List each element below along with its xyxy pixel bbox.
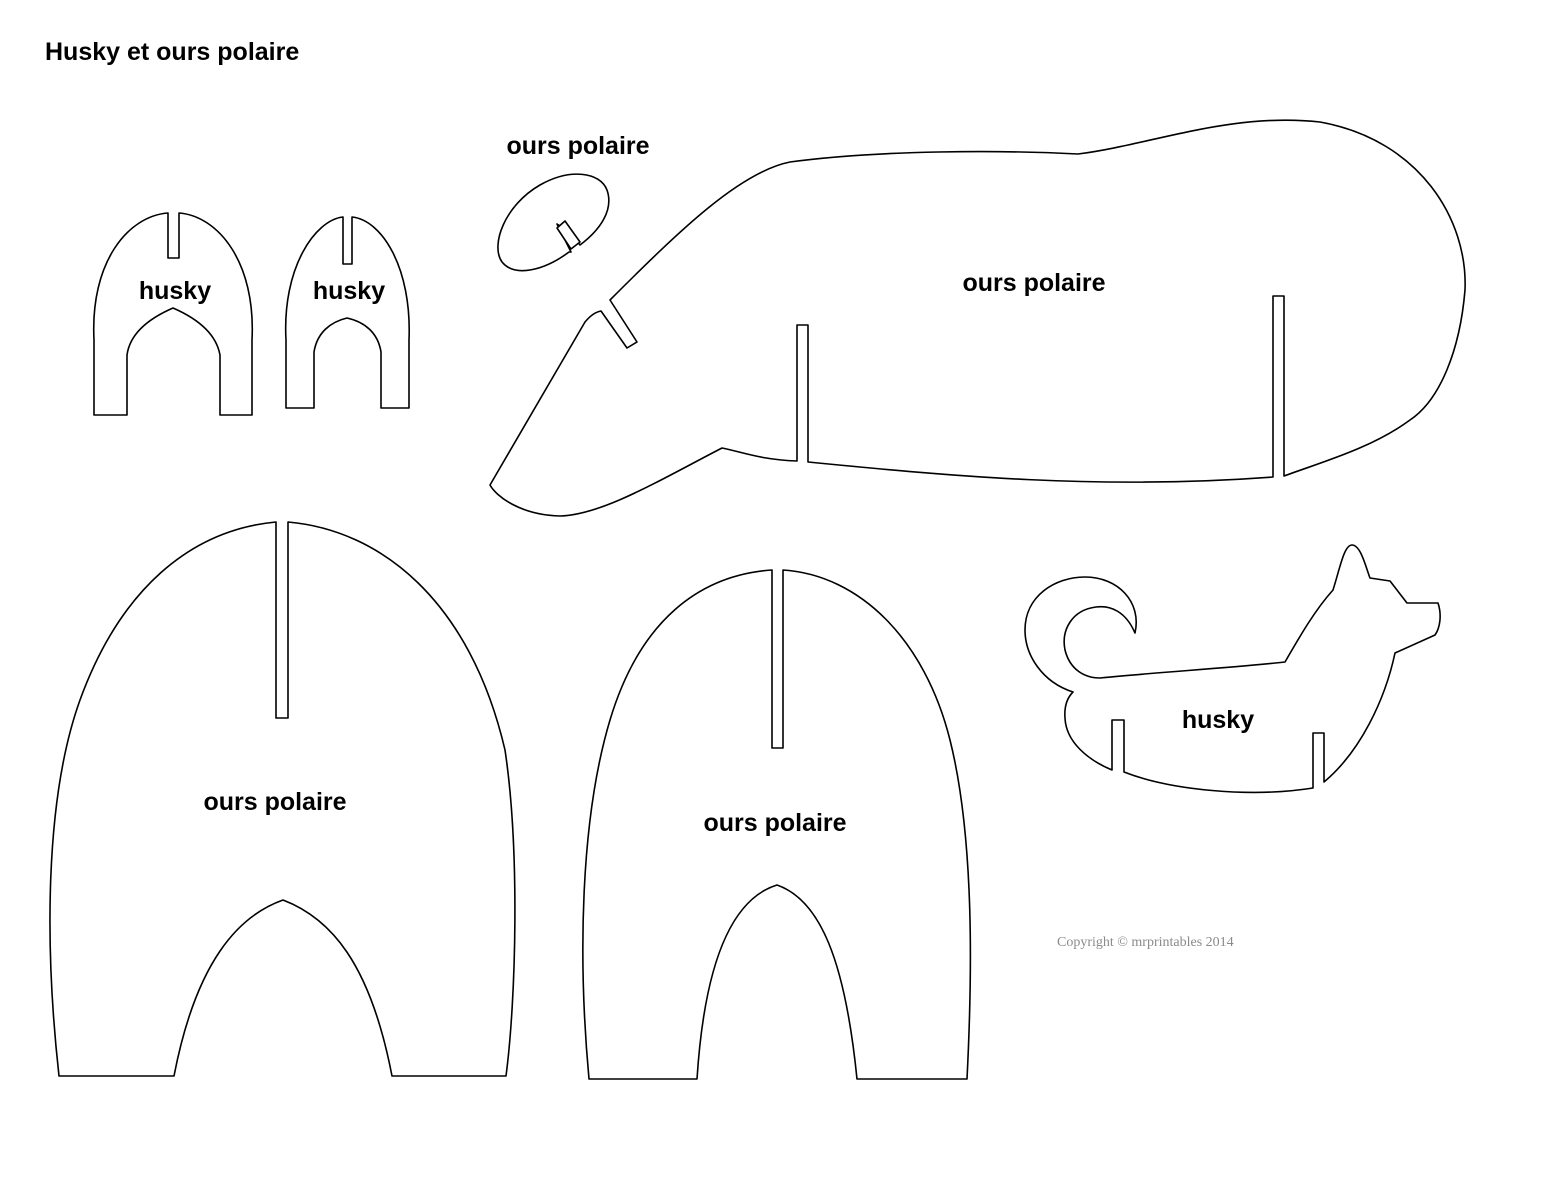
bear-head-piece: [497, 173, 610, 272]
bear-leg-piece-2: [582, 569, 972, 1080]
bear-head-label: ours polaire: [506, 132, 649, 160]
husky-leg-piece-2: [284, 216, 410, 409]
husky-body-label: husky: [1182, 706, 1254, 734]
bear-head-slot: [556, 220, 581, 250]
bear-leg-piece-1: [49, 521, 516, 1077]
husky-leg-label-1: husky: [139, 277, 211, 305]
bear-leg-label-2: ours polaire: [703, 809, 846, 837]
bear-leg-label-1: ours polaire: [203, 788, 346, 816]
husky-leg-label-2: husky: [313, 277, 385, 305]
husky-leg-piece-1: [92, 212, 254, 416]
bear-body-label: ours polaire: [962, 269, 1105, 297]
copyright-notice: Copyright © mrprintables 2014: [1057, 935, 1234, 950]
bear-body-piece: [489, 119, 1466, 517]
husky-body-piece: [1024, 544, 1441, 794]
page-title: Husky et ours polaire: [45, 38, 299, 66]
